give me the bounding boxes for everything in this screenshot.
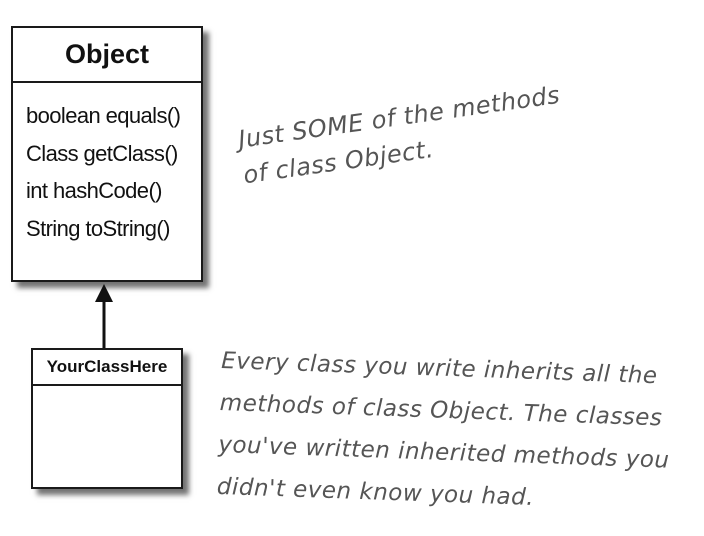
bottom-annotation: Every class you write inherits all the m… — [216, 340, 673, 524]
method-getclass: Class getClass() — [26, 140, 178, 166]
object-class-name: Object — [13, 28, 201, 83]
object-method-list: boolean equals() Class getClass() int ha… — [13, 83, 201, 247]
object-class-box: Object boolean equals() Class getClass()… — [11, 26, 203, 282]
inheritance-arrow-head — [95, 284, 113, 302]
method-equals: boolean equals() — [26, 103, 181, 128]
method-tostring: String toString() — [26, 215, 170, 241]
your-class-box: YourClassHere — [31, 348, 183, 489]
your-class-name: YourClassHere — [33, 350, 181, 386]
method-hashcode: int hashCode() — [26, 178, 163, 203]
